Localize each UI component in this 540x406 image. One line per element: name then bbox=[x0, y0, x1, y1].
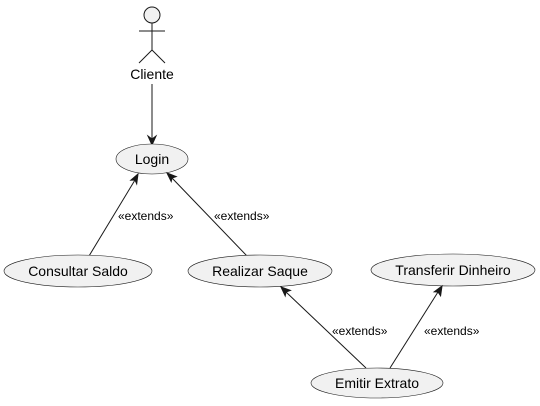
edge-saque-login-label: «extends» bbox=[214, 209, 270, 223]
usecase-consultar-saldo-label: Consultar Saldo bbox=[28, 263, 128, 279]
edge-saque-login: «extends» bbox=[165, 172, 270, 257]
usecase-login-label: Login bbox=[135, 151, 169, 167]
edge-consultar-login-label: «extends» bbox=[118, 209, 174, 223]
actor-head bbox=[143, 6, 161, 24]
actor-cliente: Cliente bbox=[130, 6, 174, 82]
usecase-emitir-extrato: Emitir Extrato bbox=[310, 367, 444, 399]
actor-right-leg bbox=[151, 49, 166, 64]
actor-left-leg bbox=[138, 49, 153, 64]
edge-extrato-transferir-label: «extends» bbox=[424, 324, 480, 338]
actor-label: Cliente bbox=[130, 66, 174, 82]
usecase-transferir-dinheiro: Transferir Dinheiro bbox=[370, 253, 536, 287]
usecase-realizar-saque-label: Realizar Saque bbox=[212, 263, 308, 279]
usecase-consultar-saldo: Consultar Saldo bbox=[3, 254, 153, 288]
usecase-login: Login bbox=[115, 143, 189, 175]
usecase-transferir-dinheiro-label: Transferir Dinheiro bbox=[395, 262, 511, 278]
edge-extrato-saque-label: «extends» bbox=[332, 324, 388, 338]
usecase-realizar-saque: Realizar Saque bbox=[187, 254, 333, 288]
usecase-emitir-extrato-label: Emitir Extrato bbox=[335, 375, 419, 391]
edge-cliente-login bbox=[146, 84, 158, 147]
edge-extrato-saque: «extends» bbox=[280, 286, 388, 369]
edge-extrato-transferir: «extends» bbox=[389, 284, 480, 369]
edge-consultar-login: «extends» bbox=[88, 172, 174, 257]
